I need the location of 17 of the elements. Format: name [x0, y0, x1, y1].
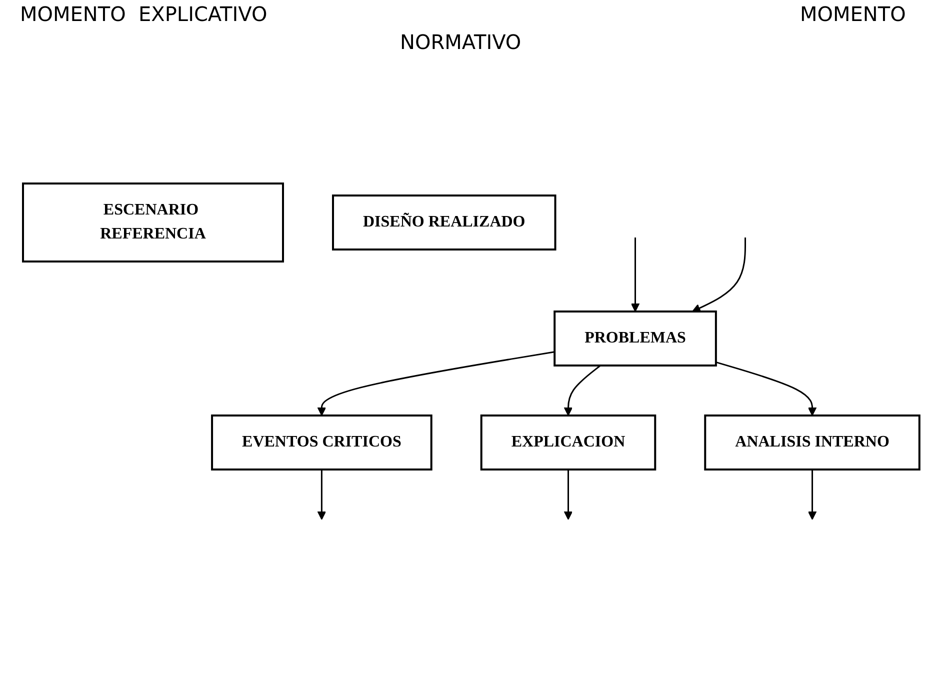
node-box: PROBLEMAS — [554, 310, 718, 366]
node-box: ANALISIS INTERNO — [704, 414, 921, 470]
arrow — [808, 470, 817, 520]
node-box: EXPLICACION — [480, 414, 656, 470]
node-box: EVENTOS CRITICOS — [211, 414, 433, 470]
arrow — [716, 361, 817, 416]
arrow — [318, 351, 555, 416]
node-box: ESCENARIO REFERENCIA — [22, 182, 284, 262]
arrow — [564, 470, 573, 520]
arrow — [692, 238, 746, 312]
heading-text: MOMENTO — [800, 2, 906, 26]
arrow — [631, 238, 640, 312]
arrow — [564, 364, 602, 416]
arrow — [318, 470, 326, 520]
heading-text: MOMENTO EXPLICATIVO — [20, 2, 268, 26]
heading-text: NORMATIVO — [400, 30, 522, 54]
node-box: DISEÑO REALIZADO — [332, 194, 557, 250]
